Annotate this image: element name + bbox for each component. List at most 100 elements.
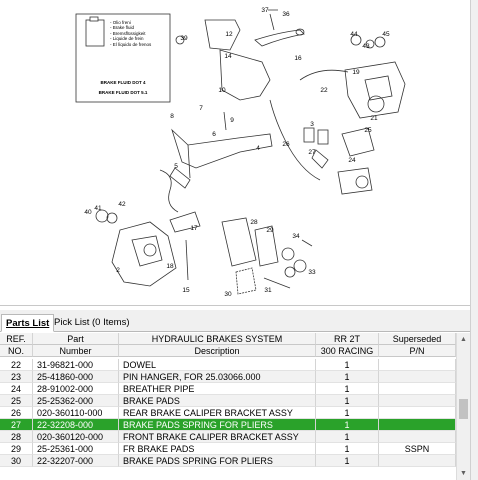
table-row[interactable]: 29 25-25361-000 FR BRAKE PADS 1 SSPN — [0, 443, 456, 455]
header-pn[interactable]: P/N — [379, 345, 456, 357]
callout-24: 24 — [348, 157, 356, 164]
callout-33: 33 — [308, 269, 316, 276]
cell-desc: BRAKE PADS SPRING FOR PLIERS — [119, 455, 316, 467]
cell-ref: 28 — [0, 431, 33, 443]
callout-27: 27 — [308, 149, 316, 156]
fluid-line-1: - Brake fluid — [110, 25, 135, 31]
callout-28: 28 — [250, 219, 258, 226]
cell-sup — [379, 383, 456, 395]
table-row[interactable]: 23 25-41860-000 PIN HANGER, FOR 25.03066… — [0, 371, 456, 383]
cell-sup — [379, 419, 456, 431]
cell-ref: 29 — [0, 443, 33, 455]
table-row[interactable]: 30 22-32207-000 BRAKE PADS SPRING FOR PL… — [0, 455, 456, 467]
callout-41: 41 — [94, 205, 102, 212]
callout-12: 12 — [225, 31, 233, 38]
cell-qty: 1 — [316, 407, 379, 419]
callout-34: 34 — [292, 233, 300, 240]
cell-desc: FR BRAKE PADS — [119, 443, 316, 455]
header-description[interactable]: Description — [119, 345, 316, 357]
callout-19: 19 — [352, 69, 360, 76]
cell-sup — [379, 407, 456, 419]
callout-8: 8 — [170, 113, 174, 120]
header-superseded[interactable]: Superseded — [379, 333, 456, 345]
fluid-footer-dot4: BRAKE FLUID DOT 4 — [100, 80, 146, 85]
callout-3: 3 — [310, 121, 314, 128]
header-model[interactable]: RR 2T — [316, 333, 379, 345]
callout-26: 26 — [282, 141, 290, 148]
cell-desc: FRONT BRAKE CALIPER BRACKET ASSY — [119, 431, 316, 443]
cell-desc: PIN HANGER, FOR 25.03066.000 — [119, 371, 316, 383]
cell-qty: 1 — [316, 383, 379, 395]
tab-parts-list[interactable]: Parts List — [1, 314, 55, 332]
header-part[interactable]: Part — [33, 333, 119, 345]
cell-sup — [379, 431, 456, 443]
cell-qty: 1 — [316, 443, 379, 455]
callout-31: 31 — [264, 287, 272, 294]
callout-15: 15 — [182, 287, 190, 294]
scroll-down-icon[interactable]: ▼ — [460, 470, 467, 477]
table-row[interactable]: 26 020-360110-000 REAR BRAKE CALIPER BRA… — [0, 407, 456, 419]
callout-16: 16 — [294, 55, 302, 62]
cell-part: 25-25361-000 — [33, 443, 119, 455]
cell-part: 28-91002-000 — [33, 383, 119, 395]
cell-ref: 27 — [0, 419, 33, 431]
callout-10: 10 — [218, 87, 226, 94]
list-tabs: Parts List Pick List (0 Items) — [0, 310, 478, 332]
cell-part: 25-25362-000 — [33, 395, 119, 407]
cell-part: 25-41860-000 — [33, 371, 119, 383]
fluid-line-0: - Olio freni — [110, 20, 131, 25]
cell-sup — [379, 371, 456, 383]
cell-sup — [379, 455, 456, 467]
callout-44: 44 — [350, 31, 358, 38]
cell-desc: BREATHER PIPE — [119, 383, 316, 395]
table-row-selected[interactable]: 27 22-32208-000 BRAKE PADS SPRING FOR PL… — [0, 419, 456, 431]
header-model-variant[interactable]: 300 RACING — [316, 345, 379, 357]
cell-qty: 1 — [316, 371, 379, 383]
callout-42: 42 — [118, 201, 126, 208]
header-section-title[interactable]: HYDRAULIC BRAKES SYSTEM — [119, 333, 316, 345]
cell-ref: 26 — [0, 407, 33, 419]
header-no[interactable]: NO. — [0, 345, 33, 357]
table-row[interactable]: 24 28-91002-000 BREATHER PIPE 1 — [0, 383, 456, 395]
header-ref[interactable]: REF. — [0, 333, 33, 345]
table-row[interactable]: 25 25-25362-000 BRAKE PADS 1 — [0, 395, 456, 407]
callout-30: 30 — [224, 291, 232, 298]
exploded-parts-diagram[interactable]: 39 36 37 12 14 16 44 43 45 19 22 21 10 7… — [0, 0, 478, 306]
cell-qty: 1 — [316, 359, 379, 371]
cell-ref: 25 — [0, 395, 33, 407]
cell-ref: 23 — [0, 371, 33, 383]
grid-vertical-scrollbar[interactable]: ▲ ▼ — [456, 333, 470, 480]
cell-qty: 1 — [316, 419, 379, 431]
cell-ref: 22 — [0, 359, 33, 371]
callout-2: 2 — [116, 267, 120, 274]
cell-part: 22-32207-000 — [33, 455, 119, 467]
scroll-up-icon[interactable]: ▲ — [460, 336, 467, 343]
cell-part: 020-360120-000 — [33, 431, 119, 443]
callout-4: 4 — [256, 145, 260, 152]
callout-39: 39 — [180, 35, 188, 42]
callout-17: 17 — [190, 225, 198, 232]
callout-45: 45 — [382, 31, 390, 38]
cell-qty: 1 — [316, 455, 379, 467]
callout-21: 21 — [370, 115, 378, 122]
callout-40: 40 — [84, 209, 92, 216]
callout-5: 5 — [174, 163, 178, 170]
callout-18: 18 — [166, 263, 174, 270]
cell-desc: DOWEL — [119, 359, 316, 371]
cell-sup: SSPN — [379, 443, 456, 455]
parts-list-grid: REF. Part HYDRAULIC BRAKES SYSTEM RR 2T … — [0, 333, 470, 480]
tab-pick-list[interactable]: Pick List (0 Items) — [54, 317, 130, 328]
cell-desc: BRAKE PADS — [119, 395, 316, 407]
callout-9: 9 — [230, 117, 234, 124]
fluid-line-3: - Liquide de frein — [110, 36, 144, 42]
table-row[interactable]: 22 31-96821-000 DOWEL 1 — [0, 359, 456, 371]
header-number[interactable]: Number — [33, 345, 119, 357]
callout-6: 6 — [212, 131, 216, 138]
cell-qty: 1 — [316, 431, 379, 443]
callout-37: 37 — [261, 7, 269, 14]
cell-ref: 24 — [0, 383, 33, 395]
scroll-thumb[interactable] — [459, 399, 468, 419]
callout-29: 29 — [266, 227, 274, 234]
table-row[interactable]: 28 020-360120-000 FRONT BRAKE CALIPER BR… — [0, 431, 456, 443]
cell-sup — [379, 359, 456, 371]
